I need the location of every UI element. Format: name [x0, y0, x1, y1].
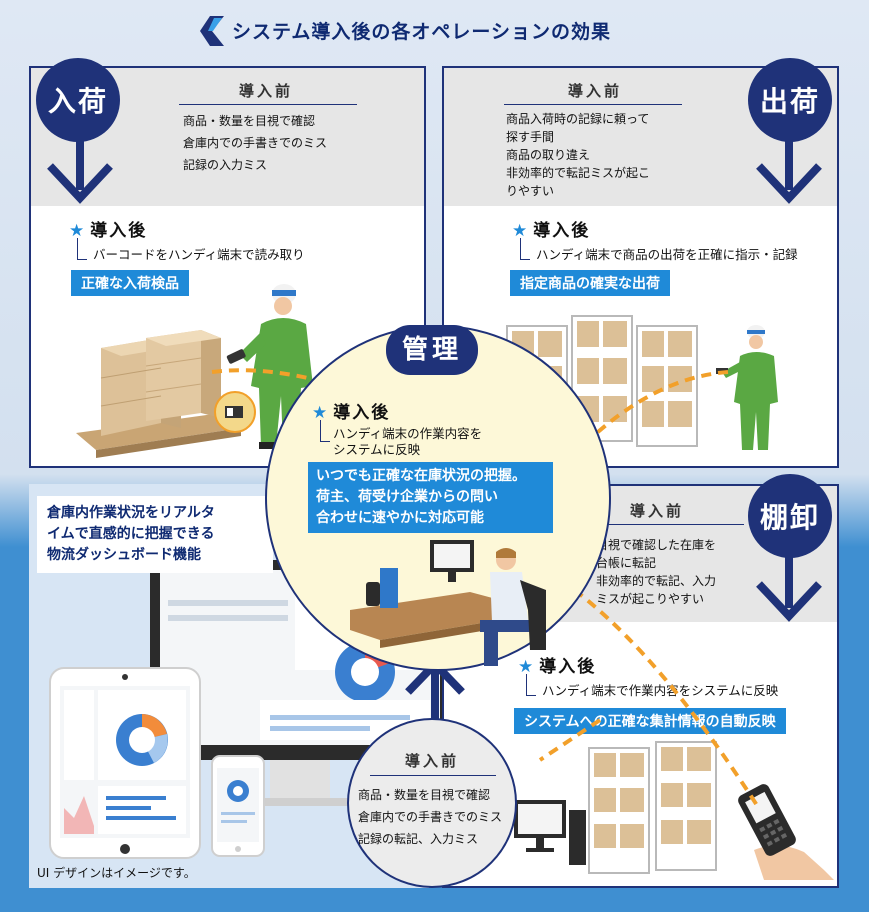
outbound-before-item: 商品入荷時の記録に頼って [506, 112, 650, 126]
management-after-text: ハンディ端末の作業内容を システムに反映 [333, 426, 482, 458]
bottom-before-item: 記録の転記、入力ミス [358, 832, 479, 846]
tablet-dashboard-illustration [49, 667, 201, 859]
management-badge-line: 合わせに速やかに対応可能 [316, 510, 484, 526]
worker-illustration [716, 325, 778, 450]
management-after-line: ハンディ端末の作業内容を [333, 426, 483, 441]
management-after-line: システムに反映 [333, 442, 421, 457]
outbound-before-item: 商品の取り違え [506, 148, 591, 162]
inventory-before-title: 導入前 [630, 502, 685, 520]
dashboard-note-line: 倉庫内作業状況をリアルタ [47, 505, 215, 521]
outbound-before-item: りやすい [506, 184, 555, 198]
bottom-before-list: 商品・数量を目視で確認 倉庫内での手書きでのミス 記録の転記、入力ミス [358, 786, 502, 848]
pallet-boxes-illustration [76, 330, 241, 458]
dashboard-note-line: イムで直感的に把握できる [47, 526, 215, 542]
inventory-after-text: ハンディ端末で作業内容をシステムに反映 [542, 683, 779, 698]
desktop-pc-illustration [514, 800, 586, 865]
outbound-after-text: ハンディ端末で商品の出荷を正確に指示・記録 [536, 247, 798, 262]
star-icon: ★ [69, 221, 87, 241]
office-worker-illustration [350, 540, 546, 666]
inbound-before-title: 導入前 [239, 82, 294, 100]
inventory-before-item: 非効率的で転記、入力 [596, 574, 717, 588]
divider [77, 238, 87, 260]
divider [526, 674, 536, 696]
inventory-badge: システムへの正確な集計情報の自動反映 [514, 708, 786, 734]
inbound-arrow-icon [47, 110, 113, 204]
divider [370, 775, 496, 776]
shelf-boxes-illustration [588, 741, 717, 874]
inbound-before-item: 記録の入力ミス [183, 158, 268, 172]
divider [504, 104, 682, 105]
outbound-badge: 指定商品の確実な出荷 [510, 270, 670, 296]
bottom-before-item: 商品・数量を目視で確認 [358, 788, 491, 802]
bottom-before-circle [347, 718, 517, 888]
inventory-before-item: 目視で確認した在庫を [596, 538, 717, 552]
barcode-zoom-icon [214, 391, 256, 433]
dashboard-caption: UI デザインはイメージです。 [37, 866, 196, 880]
header: システム導入後の各オペレーションの効果 [0, 0, 869, 62]
inventory-arrow-icon [756, 528, 822, 622]
outbound-after-title: ★導入後 [512, 221, 591, 241]
divider [320, 420, 330, 442]
outbound-before-item: 非効率的で転記ミスが起こ [506, 166, 651, 180]
inbound-label: 入荷 [36, 58, 120, 142]
outbound-arrow-icon [756, 110, 822, 204]
divider [179, 104, 357, 105]
logo-icon [200, 16, 224, 46]
management-badge: いつでも正確な在庫状況の把握。 荷主、荷受け企業からの問い 合わせに速やかに対応… [308, 462, 553, 533]
star-icon: ★ [512, 221, 530, 241]
outbound-before-title: 導入前 [568, 82, 623, 100]
inventory-after-title: ★導入後 [518, 657, 597, 677]
outbound-before-item: 探す手間 [506, 130, 555, 144]
inventory-before-item: ミスが起こりやすい [596, 592, 705, 606]
management-badge-line: 荷主、荷受け企業からの問い [316, 489, 498, 505]
star-icon: ★ [518, 657, 536, 677]
inbound-before-item: 倉庫内での手書きでのミス [183, 136, 328, 150]
bottom-before-item: 倉庫内での手書きでのミス [358, 810, 503, 824]
page-title: システム導入後の各オペレーションの効果 [232, 21, 612, 43]
star-icon: ★ [312, 403, 330, 423]
inventory-label: 棚卸 [748, 474, 832, 558]
outbound-label: 出荷 [748, 58, 832, 142]
smartphone-dashboard-illustration [211, 755, 265, 857]
management-label: 管理 [386, 325, 478, 375]
divider [594, 524, 744, 525]
dashboard-note: 倉庫内作業状況をリアルタ イムで直感的に把握できる 物流ダッシュボード機能 [37, 496, 273, 573]
bottom-before-title: 導入前 [405, 752, 460, 770]
inbound-after-title: ★導入後 [69, 221, 148, 241]
inbound-after-text: バーコードをハンディ端末で読み取り [93, 247, 305, 262]
management-after-title: ★導入後 [312, 403, 391, 423]
divider [520, 238, 530, 260]
inventory-before-item: 台帳に転記 [596, 556, 657, 570]
inbound-badge: 正確な入荷検品 [71, 270, 189, 296]
management-badge-line: いつでも正確な在庫状況の把握。 [316, 468, 526, 484]
inbound-before-item: 商品・数量を目視で確認 [183, 114, 316, 128]
dashboard-note-line: 物流ダッシュボード機能 [47, 547, 201, 563]
